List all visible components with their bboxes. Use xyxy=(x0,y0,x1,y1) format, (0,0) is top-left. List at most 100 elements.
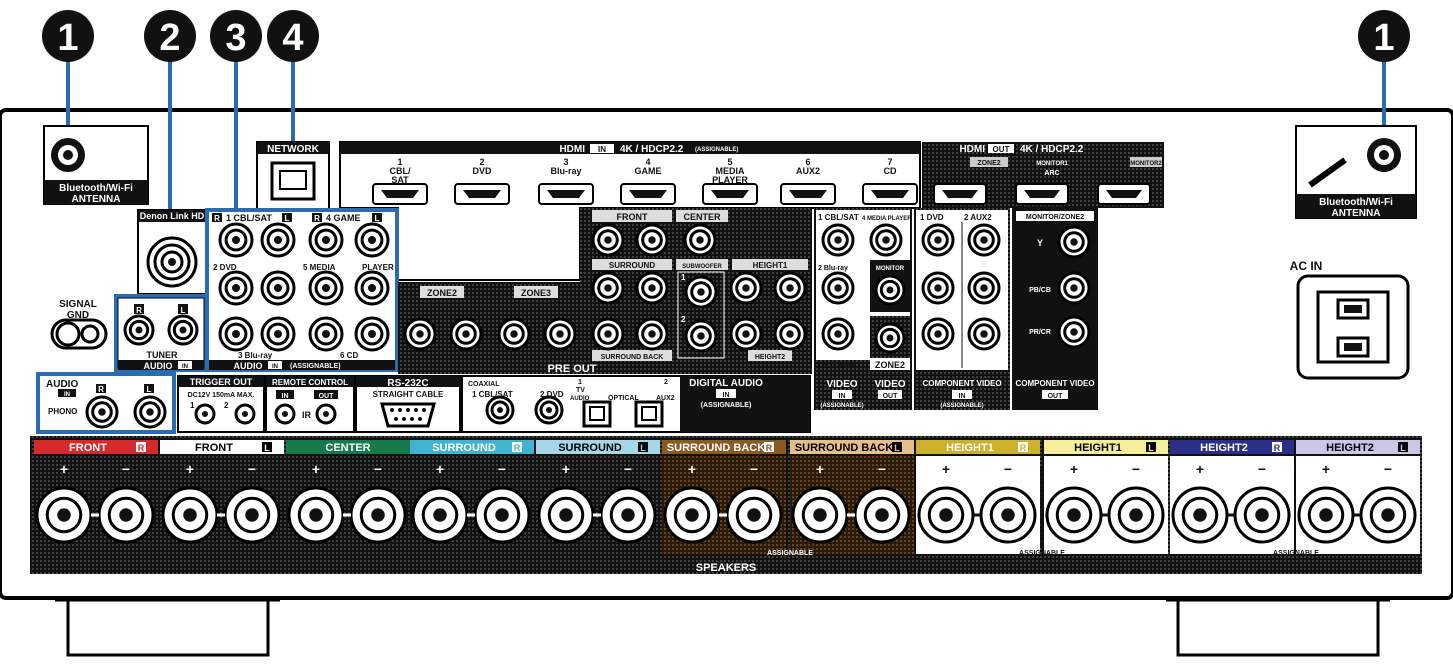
pre-out-jack[interactable] xyxy=(729,317,763,351)
hdmi-in-port[interactable] xyxy=(538,183,594,205)
speaker-terminal-negative[interactable] xyxy=(979,486,1037,544)
audio-in-jack[interactable] xyxy=(354,316,390,352)
component-in-jack[interactable] xyxy=(967,271,1001,305)
video-monitor-jack[interactable] xyxy=(874,274,906,306)
speaker-terminal-negative[interactable] xyxy=(1233,486,1291,544)
video-zone2-jack[interactable] xyxy=(874,322,906,354)
component-out-jack[interactable] xyxy=(1057,315,1091,349)
audio-in-jack[interactable] xyxy=(308,316,344,352)
audio-in-jack[interactable] xyxy=(354,270,390,306)
hdmi-in-port[interactable] xyxy=(780,183,836,205)
trigger-jack-2[interactable] xyxy=(234,403,256,425)
coaxial-jack-2[interactable] xyxy=(534,395,564,425)
speaker-terminal-negative[interactable] xyxy=(473,486,531,544)
component-out-jack[interactable] xyxy=(1057,225,1091,259)
callout-4: 4 xyxy=(267,10,319,142)
remote-out-jack[interactable] xyxy=(315,403,337,425)
audio-in-jack[interactable] xyxy=(308,222,344,258)
speaker-terminal-positive[interactable] xyxy=(161,486,219,544)
pre-out-jack[interactable] xyxy=(635,223,669,257)
speaker-terminal-positive[interactable] xyxy=(1045,486,1103,544)
audio-in-jack[interactable] xyxy=(218,270,254,306)
speaker-terminal-negative[interactable] xyxy=(853,486,911,544)
speaker-terminal-negative[interactable] xyxy=(349,486,407,544)
pre-out-jack[interactable] xyxy=(635,271,669,305)
speaker-terminal-negative[interactable] xyxy=(1359,486,1417,544)
hdmi-out-zone2-port[interactable] xyxy=(933,183,987,205)
antenna-right[interactable]: Bluetooth/Wi-Fi ANTENNA xyxy=(1295,125,1417,219)
coaxial-jack-1[interactable] xyxy=(485,395,515,425)
audio-in-jack[interactable] xyxy=(308,270,344,306)
network-port[interactable]: NETWORK xyxy=(256,141,330,211)
component-in-jack[interactable] xyxy=(967,317,1001,351)
phono-jack-r[interactable] xyxy=(85,395,119,429)
optical-jack-2[interactable] xyxy=(634,400,664,428)
pre-out-jack[interactable] xyxy=(449,317,483,351)
pre-out-jack[interactable] xyxy=(403,317,437,351)
video-in-jack[interactable] xyxy=(821,223,855,257)
trigger-jack-1[interactable] xyxy=(194,403,216,425)
subwoofer-jack-2[interactable] xyxy=(684,319,718,353)
digital-tv-num: 1 xyxy=(578,379,582,386)
audio-in-jack[interactable] xyxy=(218,222,254,258)
component-in-jack[interactable] xyxy=(967,223,1001,257)
speaker-terminal-positive[interactable] xyxy=(287,486,345,544)
pre-out-jack[interactable] xyxy=(591,317,625,351)
pre-out-jack[interactable] xyxy=(729,271,763,305)
video-in-jack[interactable] xyxy=(821,271,855,305)
remote-in-jack[interactable] xyxy=(274,403,296,425)
speaker-terminal-positive[interactable] xyxy=(35,486,93,544)
pre-out-jack[interactable] xyxy=(591,223,625,257)
tuner-jack-l[interactable] xyxy=(167,314,199,346)
video-in-jack[interactable] xyxy=(869,223,903,257)
speaker-terminal-positive[interactable] xyxy=(1297,486,1355,544)
component-in-jack[interactable] xyxy=(921,223,955,257)
hdmi-out-monitor1-port[interactable] xyxy=(1015,183,1069,205)
audio-in-jack[interactable] xyxy=(354,222,390,258)
denon-link-port[interactable]: Denon Link HD xyxy=(137,209,207,295)
phono-jack-l[interactable] xyxy=(133,395,167,429)
speaker-terminal-negative[interactable] xyxy=(599,486,657,544)
hdmi-in-port[interactable] xyxy=(454,183,510,205)
speaker-terminal-positive[interactable] xyxy=(663,486,721,544)
speaker-terminal-positive[interactable] xyxy=(537,486,595,544)
pre-out-jack[interactable] xyxy=(591,271,625,305)
speaker-terminal-positive[interactable] xyxy=(411,486,469,544)
hdmi-out-monitor2-port[interactable] xyxy=(1097,183,1151,205)
audio-in-jack[interactable] xyxy=(218,316,254,352)
audio-in-cbl-r-tag: R xyxy=(214,214,220,223)
pre-out-jack[interactable] xyxy=(773,271,807,305)
tuner-jack-r[interactable] xyxy=(123,314,155,346)
pre-out-jack[interactable] xyxy=(683,223,717,257)
component-in-jack[interactable] xyxy=(921,317,955,351)
pre-out-jack[interactable] xyxy=(543,317,577,351)
audio-in-jack[interactable] xyxy=(260,316,296,352)
subwoofer-jack-1[interactable] xyxy=(684,275,718,309)
component-in-jack[interactable] xyxy=(921,271,955,305)
optical-jack-1[interactable] xyxy=(582,400,612,428)
pre-out-jack[interactable] xyxy=(497,317,531,351)
audio-in-jack[interactable] xyxy=(260,222,296,258)
antenna-left[interactable]: Bluetooth/Wi-Fi ANTENNA xyxy=(43,125,149,205)
hdmi-in-port[interactable] xyxy=(862,183,918,205)
audio-in-jack[interactable] xyxy=(260,270,296,306)
speaker-terminal-negative[interactable] xyxy=(725,486,783,544)
rs232c-port[interactable]: RS-232C STRAIGHT CABLE xyxy=(355,375,461,433)
ac-inlet[interactable]: AC IN xyxy=(1290,259,1410,380)
pre-out-jack[interactable] xyxy=(635,317,669,351)
video-in-jack[interactable] xyxy=(821,317,855,351)
speaker-terminal-negative[interactable] xyxy=(223,486,281,544)
speaker-terminal-positive[interactable] xyxy=(1171,486,1229,544)
hdmi-in-port[interactable] xyxy=(702,183,758,205)
speaker-terminal-negative[interactable] xyxy=(1107,486,1165,544)
speaker-terminal-negative[interactable] xyxy=(97,486,155,544)
signal-gnd-terminal[interactable]: SIGNAL GND xyxy=(50,299,108,350)
hdmi-in-port[interactable] xyxy=(372,183,428,205)
pre-out-jack[interactable] xyxy=(773,317,807,351)
speaker-terminal-positive[interactable] xyxy=(917,486,975,544)
hdmi-in-port[interactable] xyxy=(620,183,676,205)
speaker-terminal-group: CENTER+− xyxy=(286,440,410,544)
speaker-terminal-positive[interactable] xyxy=(791,486,849,544)
component-out-jack[interactable] xyxy=(1057,271,1091,305)
